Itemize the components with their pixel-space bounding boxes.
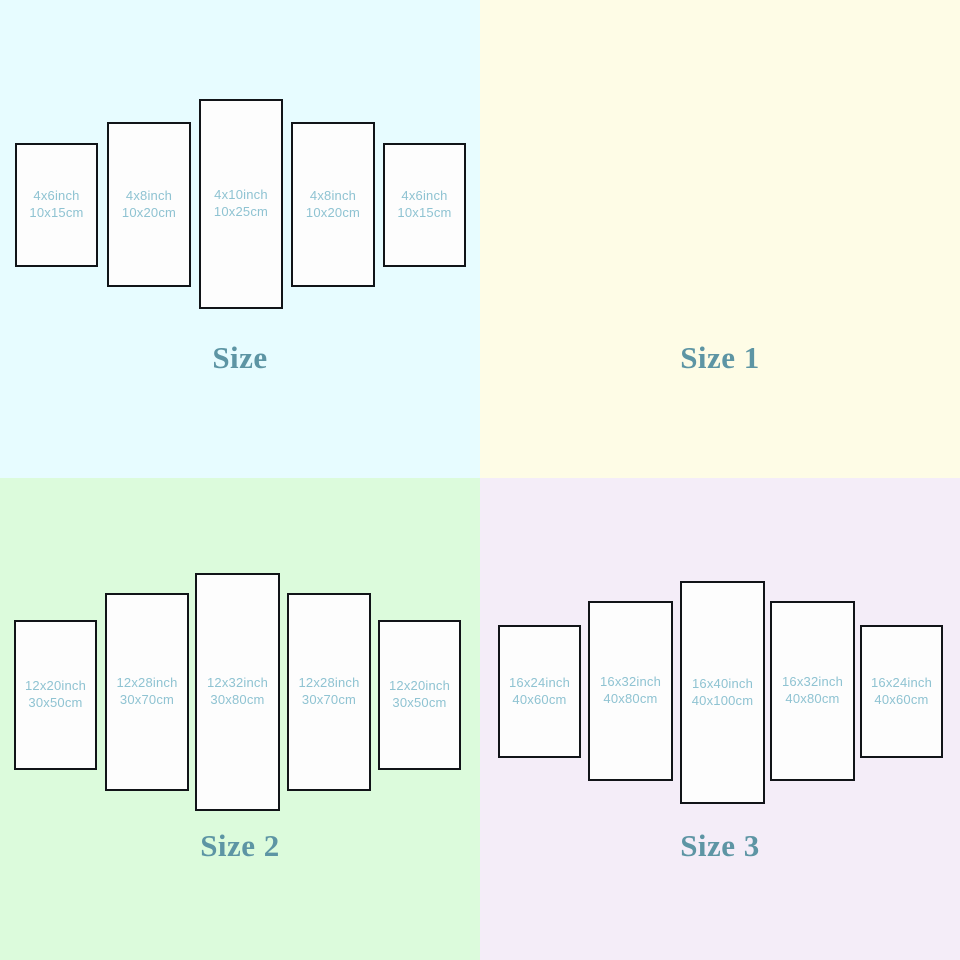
panel-size-cm: 30x50cm — [28, 695, 83, 710]
panel-size-inch: 16x40inch — [691, 675, 754, 691]
panel-size-cm: 30x70cm — [119, 692, 175, 707]
panel-size-cm: 30x70cm — [301, 692, 357, 707]
panel-size-cm: 40x80cm — [603, 691, 658, 706]
panel-size-inch: 16x24inch — [508, 674, 571, 690]
panel-size-inch: 4x8inch — [125, 187, 173, 203]
panel-size-cm: 10x25cm — [213, 204, 269, 219]
quadrant-title-size-1: Size 1 — [680, 340, 760, 375]
panel-size-inch: 16x32inch — [599, 674, 662, 690]
panel-size-cm: 10x15cm — [29, 205, 84, 220]
panel-size-cm: 30x50cm — [392, 695, 447, 710]
quadrant-title-size: Size — [212, 340, 268, 375]
quadrant-title-size-3: Size 3 — [680, 828, 760, 863]
panel-size-inch: 4x6inch — [33, 188, 80, 204]
panel-size-inch: 12x32inch — [206, 675, 269, 691]
panel-group-size-1: 8x14inch20x35cm8x18inch20x45cm8x22inch20… — [480, 0, 960, 478]
panel-size-cm: 40x80cm — [785, 691, 840, 706]
panel-size-inch: 16x32inch — [781, 674, 844, 690]
panel-size-cm: 40x100cm — [691, 692, 754, 708]
quadrant-title-size-2: Size 2 — [200, 828, 280, 863]
panel-size-inch: 12x20inch — [24, 678, 87, 694]
panel-size-cm: 10x20cm — [121, 204, 177, 220]
panel-size-inch: 12x28inch — [116, 675, 178, 691]
panel-size-cm: 10x15cm — [397, 205, 452, 220]
panel-size-inch: 4x10inch — [214, 187, 268, 203]
panel-size-inch: 12x20inch — [388, 678, 451, 694]
panel-size-cm: 40x60cm — [512, 691, 567, 707]
panel-size-cm: 30x80cm — [210, 692, 265, 707]
panel-size-inch: 12x28inch — [298, 675, 360, 691]
panel-size-inch: 4x6inch — [401, 188, 448, 204]
panel-size-inch: 4x8inch — [309, 187, 357, 203]
panel-size-cm: 10x20cm — [305, 204, 361, 220]
quadrant-size-1: 8x14inch20x35cm8x18inch20x45cm8x22inch20… — [480, 0, 960, 478]
panel-size-cm: 40x60cm — [874, 691, 929, 707]
panel-size-inch: 16x24inch — [870, 674, 933, 690]
